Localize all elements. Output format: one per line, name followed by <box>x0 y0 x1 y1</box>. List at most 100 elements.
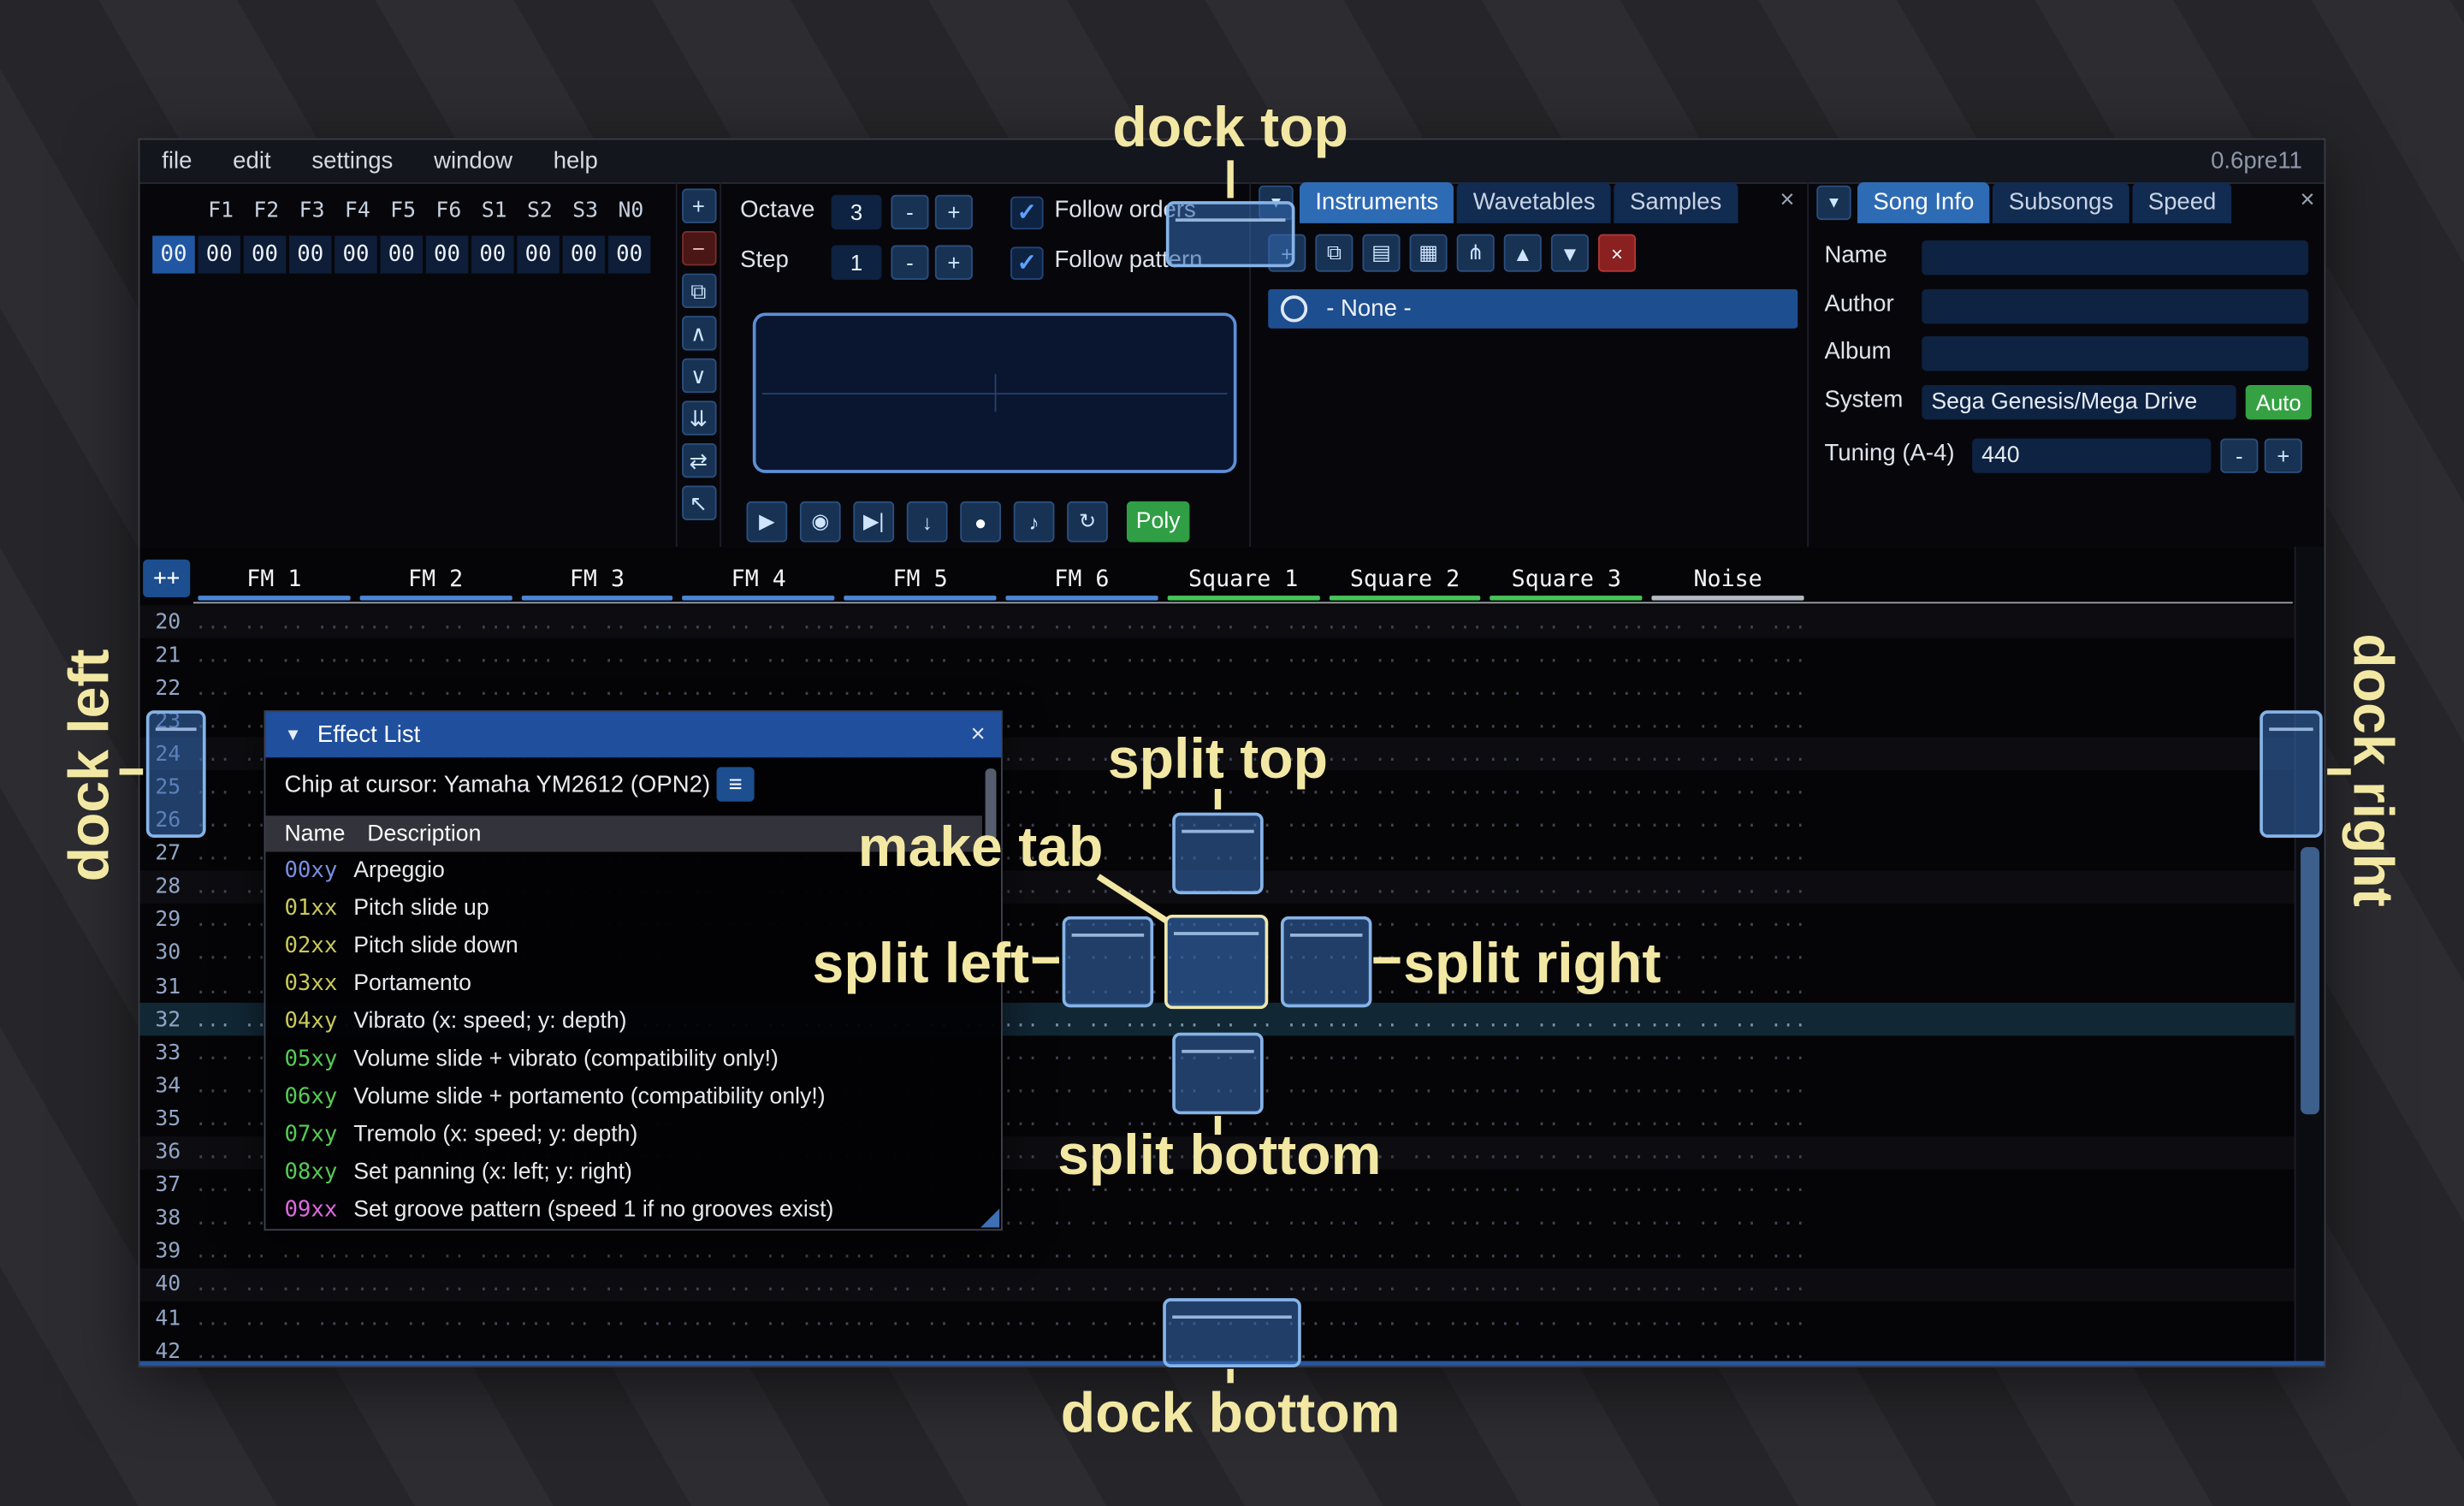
pattern-cell[interactable]: ... .. .. ... <box>841 643 999 667</box>
pattern-cell[interactable]: ... .. .. ... <box>1649 610 1807 633</box>
instrument-list-item-none[interactable]: - None - <box>1268 288 1798 329</box>
pattern-cell[interactable]: ... .. .. ... <box>1649 842 1807 865</box>
pattern-cell[interactable]: ... .. .. ... <box>841 610 999 633</box>
pattern-cell[interactable]: ... .. .. ... <box>1003 809 1161 832</box>
pattern-cell[interactable]: ... .. .. ... <box>1649 1075 1807 1097</box>
orders-randomize-button[interactable]: ⇄ <box>681 442 716 478</box>
pattern-cell[interactable]: ... .. .. ... <box>195 1273 353 1296</box>
pattern-cell[interactable]: ... .. .. ... <box>1487 1107 1646 1130</box>
pattern-cell[interactable]: ... .. .. ... <box>1164 743 1323 766</box>
effect-list-close-icon[interactable]: × <box>970 720 986 748</box>
split-top-target[interactable] <box>1172 812 1264 895</box>
pattern-row[interactable]: 39... .. .. ...... .. .. ...... .. .. ..… <box>139 1235 2295 1268</box>
pattern-cell[interactable]: ... .. .. ... <box>1325 1107 1484 1130</box>
step-decrease-button[interactable]: - <box>891 245 929 280</box>
pattern-cell[interactable]: ... .. .. ... <box>1487 1240 1646 1263</box>
pattern-cell[interactable]: ... .. .. ... <box>1003 1141 1161 1164</box>
pattern-cell[interactable]: ... .. .. ... <box>1325 809 1484 832</box>
step-value[interactable]: 1 <box>831 245 882 280</box>
pattern-cell[interactable]: ... .. .. ... <box>1649 809 1807 832</box>
pattern-cell[interactable]: ... .. .. ... <box>1487 743 1646 766</box>
song-panel-close-icon[interactable]: × <box>2300 187 2315 214</box>
pattern-row[interactable]: 22... .. .. ...... .. .. ...... .. .. ..… <box>139 672 2295 705</box>
pattern-cell[interactable]: ... .. .. ... <box>1487 1340 1646 1362</box>
menu-item-window[interactable]: window <box>434 147 512 175</box>
pattern-cell[interactable]: ... .. .. ... <box>1003 1008 1161 1031</box>
pattern-cell[interactable]: ... .. .. ... <box>195 1240 353 1263</box>
record-button[interactable]: ● <box>960 501 1001 543</box>
pattern-cell[interactable]: ... .. .. ... <box>1164 643 1323 667</box>
play-from-start-button[interactable]: ◉ <box>799 501 841 543</box>
pattern-cell[interactable]: ... .. .. ... <box>841 1273 999 1296</box>
tab-samples[interactable]: Samples <box>1614 182 1738 223</box>
pattern-cell[interactable]: ... .. .. ... <box>1164 677 1323 699</box>
pattern-cell[interactable]: ... .. .. ... <box>356 1240 515 1263</box>
pattern-cell[interactable]: ... .. .. ... <box>1487 1041 1646 1064</box>
pattern-cell[interactable]: ... .. .. ... <box>1487 875 1646 898</box>
pattern-cell[interactable]: ... .. .. ... <box>1649 1207 1807 1230</box>
pattern-cell[interactable]: ... .. .. ... <box>518 1340 677 1362</box>
pattern-cell[interactable]: ... .. .. ... <box>1487 709 1646 732</box>
menu-item-file[interactable]: file <box>162 147 192 175</box>
menu-item-settings[interactable]: settings <box>311 147 394 175</box>
channel-header-square-1[interactable]: Square 1 <box>1163 560 1324 601</box>
pattern-row[interactable]: 40... .. .. ...... .. .. ...... .. .. ..… <box>139 1268 2296 1301</box>
collapse-triangle-icon[interactable]: ▼ <box>284 725 302 744</box>
pattern-cell[interactable]: ... .. .. ... <box>1487 1207 1646 1230</box>
pattern-cell[interactable]: ... .. .. ... <box>679 643 838 667</box>
tuning-increase-button[interactable]: + <box>2264 438 2302 473</box>
pattern-cell[interactable]: ... .. .. ... <box>841 1240 999 1263</box>
pattern-cell[interactable]: ... .. .. ... <box>1325 643 1484 667</box>
pattern-cell[interactable]: ... .. .. ... <box>195 643 353 667</box>
pattern-cell[interactable]: ... .. .. ... <box>1003 1174 1161 1197</box>
pattern-cell[interactable]: ... .. .. ... <box>1325 709 1484 732</box>
pattern-cell[interactable]: ... .. .. ... <box>841 1307 999 1329</box>
channel-header-fm-3[interactable]: FM 3 <box>517 560 678 601</box>
pattern-cell[interactable]: ... .. .. ... <box>1649 709 1807 732</box>
step-increase-button[interactable]: + <box>934 245 973 280</box>
pattern-cell[interactable]: ... .. .. ... <box>1325 1174 1484 1197</box>
pattern-cell[interactable]: ... .. .. ... <box>679 1273 838 1296</box>
orders-cell-s2[interactable]: 00 <box>517 235 560 274</box>
channel-header-square-3[interactable]: Square 3 <box>1485 560 1647 601</box>
pattern-scrollbar[interactable] <box>2294 547 2325 1367</box>
pattern-cell[interactable]: ... .. .. ... <box>1003 1340 1161 1362</box>
orders-cell-n0[interactable]: 00 <box>607 235 651 274</box>
pattern-cell[interactable]: ... .. .. ... <box>1487 677 1646 699</box>
effect-list-title-bar[interactable]: ▼ Effect List × <box>265 712 1001 758</box>
assets-open-button[interactable]: ▤ <box>1362 234 1401 272</box>
pattern-cell[interactable]: ... .. .. ... <box>1325 1075 1484 1097</box>
orders-move-up-button[interactable]: ∧ <box>681 316 716 351</box>
asset-panel-close-icon[interactable]: × <box>1780 187 1795 214</box>
pattern-cell[interactable]: ... .. .. ... <box>1325 776 1484 799</box>
dock-right-target[interactable] <box>2260 710 2323 838</box>
pattern-cell[interactable]: ... .. .. ... <box>679 610 838 633</box>
pattern-cell[interactable]: ... .. .. ... <box>1003 842 1161 865</box>
pattern-cell[interactable]: ... .. .. ... <box>1487 1141 1646 1164</box>
dock-left-target[interactable] <box>145 710 206 838</box>
pattern-cell[interactable]: ... .. .. ... <box>1649 1008 1807 1031</box>
pattern-cell[interactable]: ... .. .. ... <box>1487 809 1646 832</box>
song-author-input[interactable] <box>1922 288 2309 324</box>
tab-song-info[interactable]: Song Info <box>1857 182 1990 223</box>
pattern-cell[interactable]: ... .. .. ... <box>1487 842 1646 865</box>
pattern-cell[interactable]: ... .. .. ... <box>1003 709 1161 732</box>
pattern-cell[interactable]: ... .. .. ... <box>1649 677 1807 699</box>
system-auto-button[interactable]: Auto <box>2245 384 2312 420</box>
effect-list-scrollbar-thumb[interactable] <box>985 768 997 841</box>
pattern-cell[interactable]: ... .. .. ... <box>518 610 677 633</box>
channel-header-square-2[interactable]: Square 2 <box>1324 560 1486 601</box>
dock-bottom-target[interactable] <box>1163 1298 1301 1367</box>
orders-cell-f6[interactable]: 00 <box>425 235 469 274</box>
pattern-cell[interactable]: ... .. .. ... <box>1649 1273 1807 1296</box>
assets-tree-button[interactable]: ⋔ <box>1456 234 1495 272</box>
pattern-cell[interactable]: ... .. .. ... <box>1003 1240 1161 1263</box>
play-button[interactable]: ▶ <box>746 501 788 543</box>
pattern-cell[interactable]: ... .. .. ... <box>1649 942 1807 964</box>
pattern-cell[interactable]: ... .. .. ... <box>1164 1141 1323 1164</box>
octave-value[interactable]: 3 <box>831 194 882 230</box>
pattern-cell[interactable]: ... .. .. ... <box>1164 709 1323 732</box>
pattern-cell[interactable]: ... .. .. ... <box>1649 1174 1807 1197</box>
pattern-cell[interactable]: ... .. .. ... <box>1487 942 1646 964</box>
pattern-cell[interactable]: ... .. .. ... <box>1649 743 1807 766</box>
